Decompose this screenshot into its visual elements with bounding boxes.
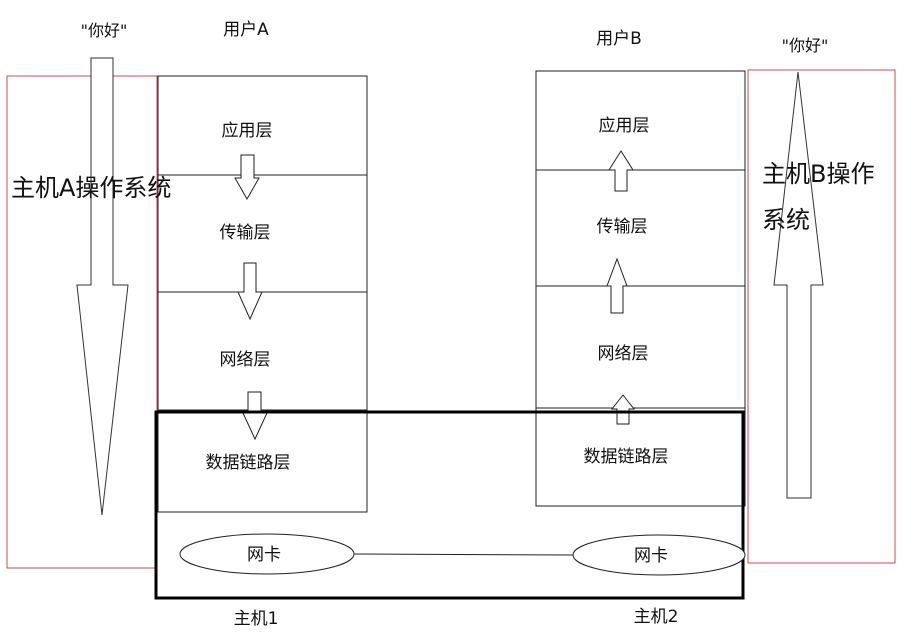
big-down-arrow bbox=[76, 57, 129, 516]
stack-b: 应用层 传输层 网络层 数据链路层 bbox=[535, 70, 746, 507]
nic-cable bbox=[353, 553, 574, 556]
stack-a: 应用层 传输层 网络层 数据链路层 bbox=[157, 75, 368, 513]
hello-right-label: "你好" bbox=[782, 36, 829, 55]
user-b-label: 用户B bbox=[596, 29, 642, 49]
host-b-os-label-line1: 主机B操作 bbox=[762, 160, 875, 188]
up-arrow-network-to-transport bbox=[606, 257, 628, 314]
stack-a-label-transport: 传输层 bbox=[220, 223, 271, 243]
host2-label: 主机2 bbox=[634, 607, 679, 627]
nic-a-label: 网卡 bbox=[247, 545, 281, 565]
nic-a bbox=[179, 533, 355, 575]
user-a-label: 用户A bbox=[223, 20, 269, 40]
big-up-arrow bbox=[773, 71, 824, 499]
host-a-os-frame bbox=[6, 75, 158, 569]
nic-b-label: 网卡 bbox=[634, 546, 668, 566]
stack-b-layer-transport bbox=[535, 169, 746, 287]
stack-a-layer-application bbox=[157, 75, 368, 176]
stack-b-label-network: 网络层 bbox=[598, 344, 649, 364]
up-arrow-datalink-to-network bbox=[610, 394, 636, 425]
stack-a-label-application: 应用层 bbox=[222, 121, 273, 141]
host-a-os-label: 主机A操作系统 bbox=[11, 174, 172, 202]
stack-b-label-transport: 传输层 bbox=[597, 217, 648, 237]
stack-b-layer-datalink bbox=[535, 407, 746, 507]
down-arrow-transport-to-network bbox=[237, 262, 263, 321]
host-b-os-frame bbox=[747, 69, 896, 564]
stack-a-label-datalink: 数据链路层 bbox=[206, 453, 291, 473]
host-b-os-label-line2: 系统 bbox=[762, 206, 810, 234]
stack-a-layer-transport bbox=[157, 174, 368, 293]
physical-link-frame bbox=[154, 410, 745, 600]
host1-label: 主机1 bbox=[234, 609, 279, 629]
stack-a-label-network: 网络层 bbox=[220, 350, 271, 370]
stack-b-label-datalink: 数据链路层 bbox=[584, 447, 669, 467]
stack-a-layer-datalink bbox=[157, 409, 368, 513]
stack-b-label-application: 应用层 bbox=[599, 116, 650, 136]
down-arrow-app-to-transport bbox=[234, 154, 260, 201]
hello-left-label: "你好" bbox=[81, 21, 128, 40]
nic-b bbox=[572, 534, 746, 576]
up-arrow-transport-to-app bbox=[608, 150, 634, 192]
